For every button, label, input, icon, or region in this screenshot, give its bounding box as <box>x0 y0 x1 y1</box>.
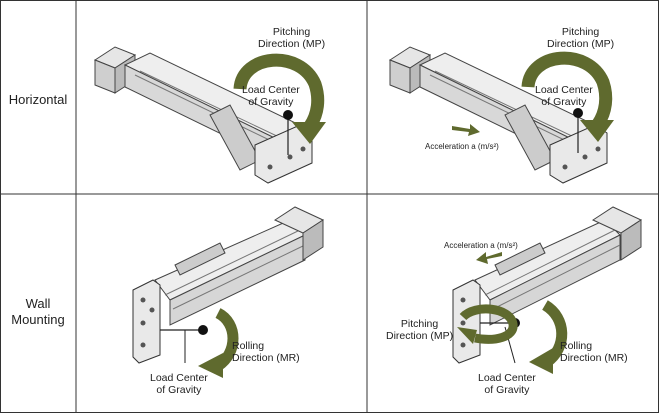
pitching-arrow-icon <box>457 304 518 344</box>
pitching-direction-label: Pitching Direction (MP) <box>258 26 326 50</box>
acceleration-arrow-icon <box>476 252 502 264</box>
acceleration-label: Acceleration a (m/s²) <box>425 142 499 151</box>
rolling-arrow-icon <box>198 308 239 378</box>
pitching-direction-label: Pitching Direction (MP) <box>386 318 454 342</box>
rolling-direction-label: Rolling Direction (MR) <box>560 340 628 364</box>
pitching-arrow-icon <box>233 53 326 144</box>
acceleration-arrow-icon <box>452 124 480 136</box>
load-center-label: Load Center of Gravity <box>150 372 208 396</box>
actuator-wall-left <box>132 206 325 364</box>
actuator-horizontal-right <box>388 46 608 184</box>
pitching-direction-label: Pitching Direction (MP) <box>547 26 615 50</box>
load-center-label: Load Center of Gravity <box>535 84 593 108</box>
row-label-mounting: Mounting <box>11 312 65 327</box>
load-center-label: Load Center of Gravity <box>242 84 300 108</box>
acceleration-label: Acceleration a (m/s²) <box>444 241 518 250</box>
load-center-label: Load Center of Gravity <box>478 372 536 396</box>
row-label-wall: Wall <box>25 296 51 311</box>
row-label-wall-mounting: Wall Mounting <box>0 296 76 328</box>
rolling-arrow-icon <box>529 300 568 374</box>
row-label-horizontal: Horizontal <box>8 92 68 107</box>
pitching-arrow-icon <box>521 51 614 142</box>
rolling-direction-label: Rolling Direction (MR) <box>232 340 300 364</box>
